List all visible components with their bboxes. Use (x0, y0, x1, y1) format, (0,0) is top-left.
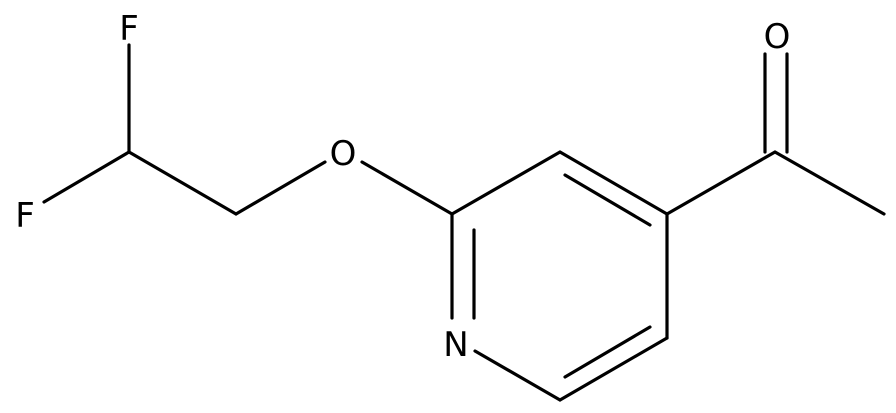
bond-c2-c3 (450, 150, 562, 216)
bond-c5-c6-outer (558, 336, 669, 402)
atom-n-ring: N (443, 325, 468, 365)
atom-f-left: F (15, 196, 35, 236)
bond-c3-c4-inner (563, 173, 652, 227)
atom-o-carbonyl: O (764, 17, 791, 57)
bond-c3-c4-outer (558, 150, 669, 216)
atom-o-ether: O (330, 134, 357, 174)
atom-f-top: F (119, 9, 139, 49)
bond-c6-n (473, 349, 562, 402)
bond-ch2-o (234, 160, 327, 216)
bond-chf2-ch2 (127, 150, 238, 216)
bond-c5-c6-inner (563, 325, 652, 379)
bond-f2-chf2 (42, 150, 131, 204)
bond-carbonyl-methyl (773, 150, 886, 216)
bond-c4-carbonyl (665, 150, 777, 216)
bond-o-c2 (360, 160, 454, 216)
